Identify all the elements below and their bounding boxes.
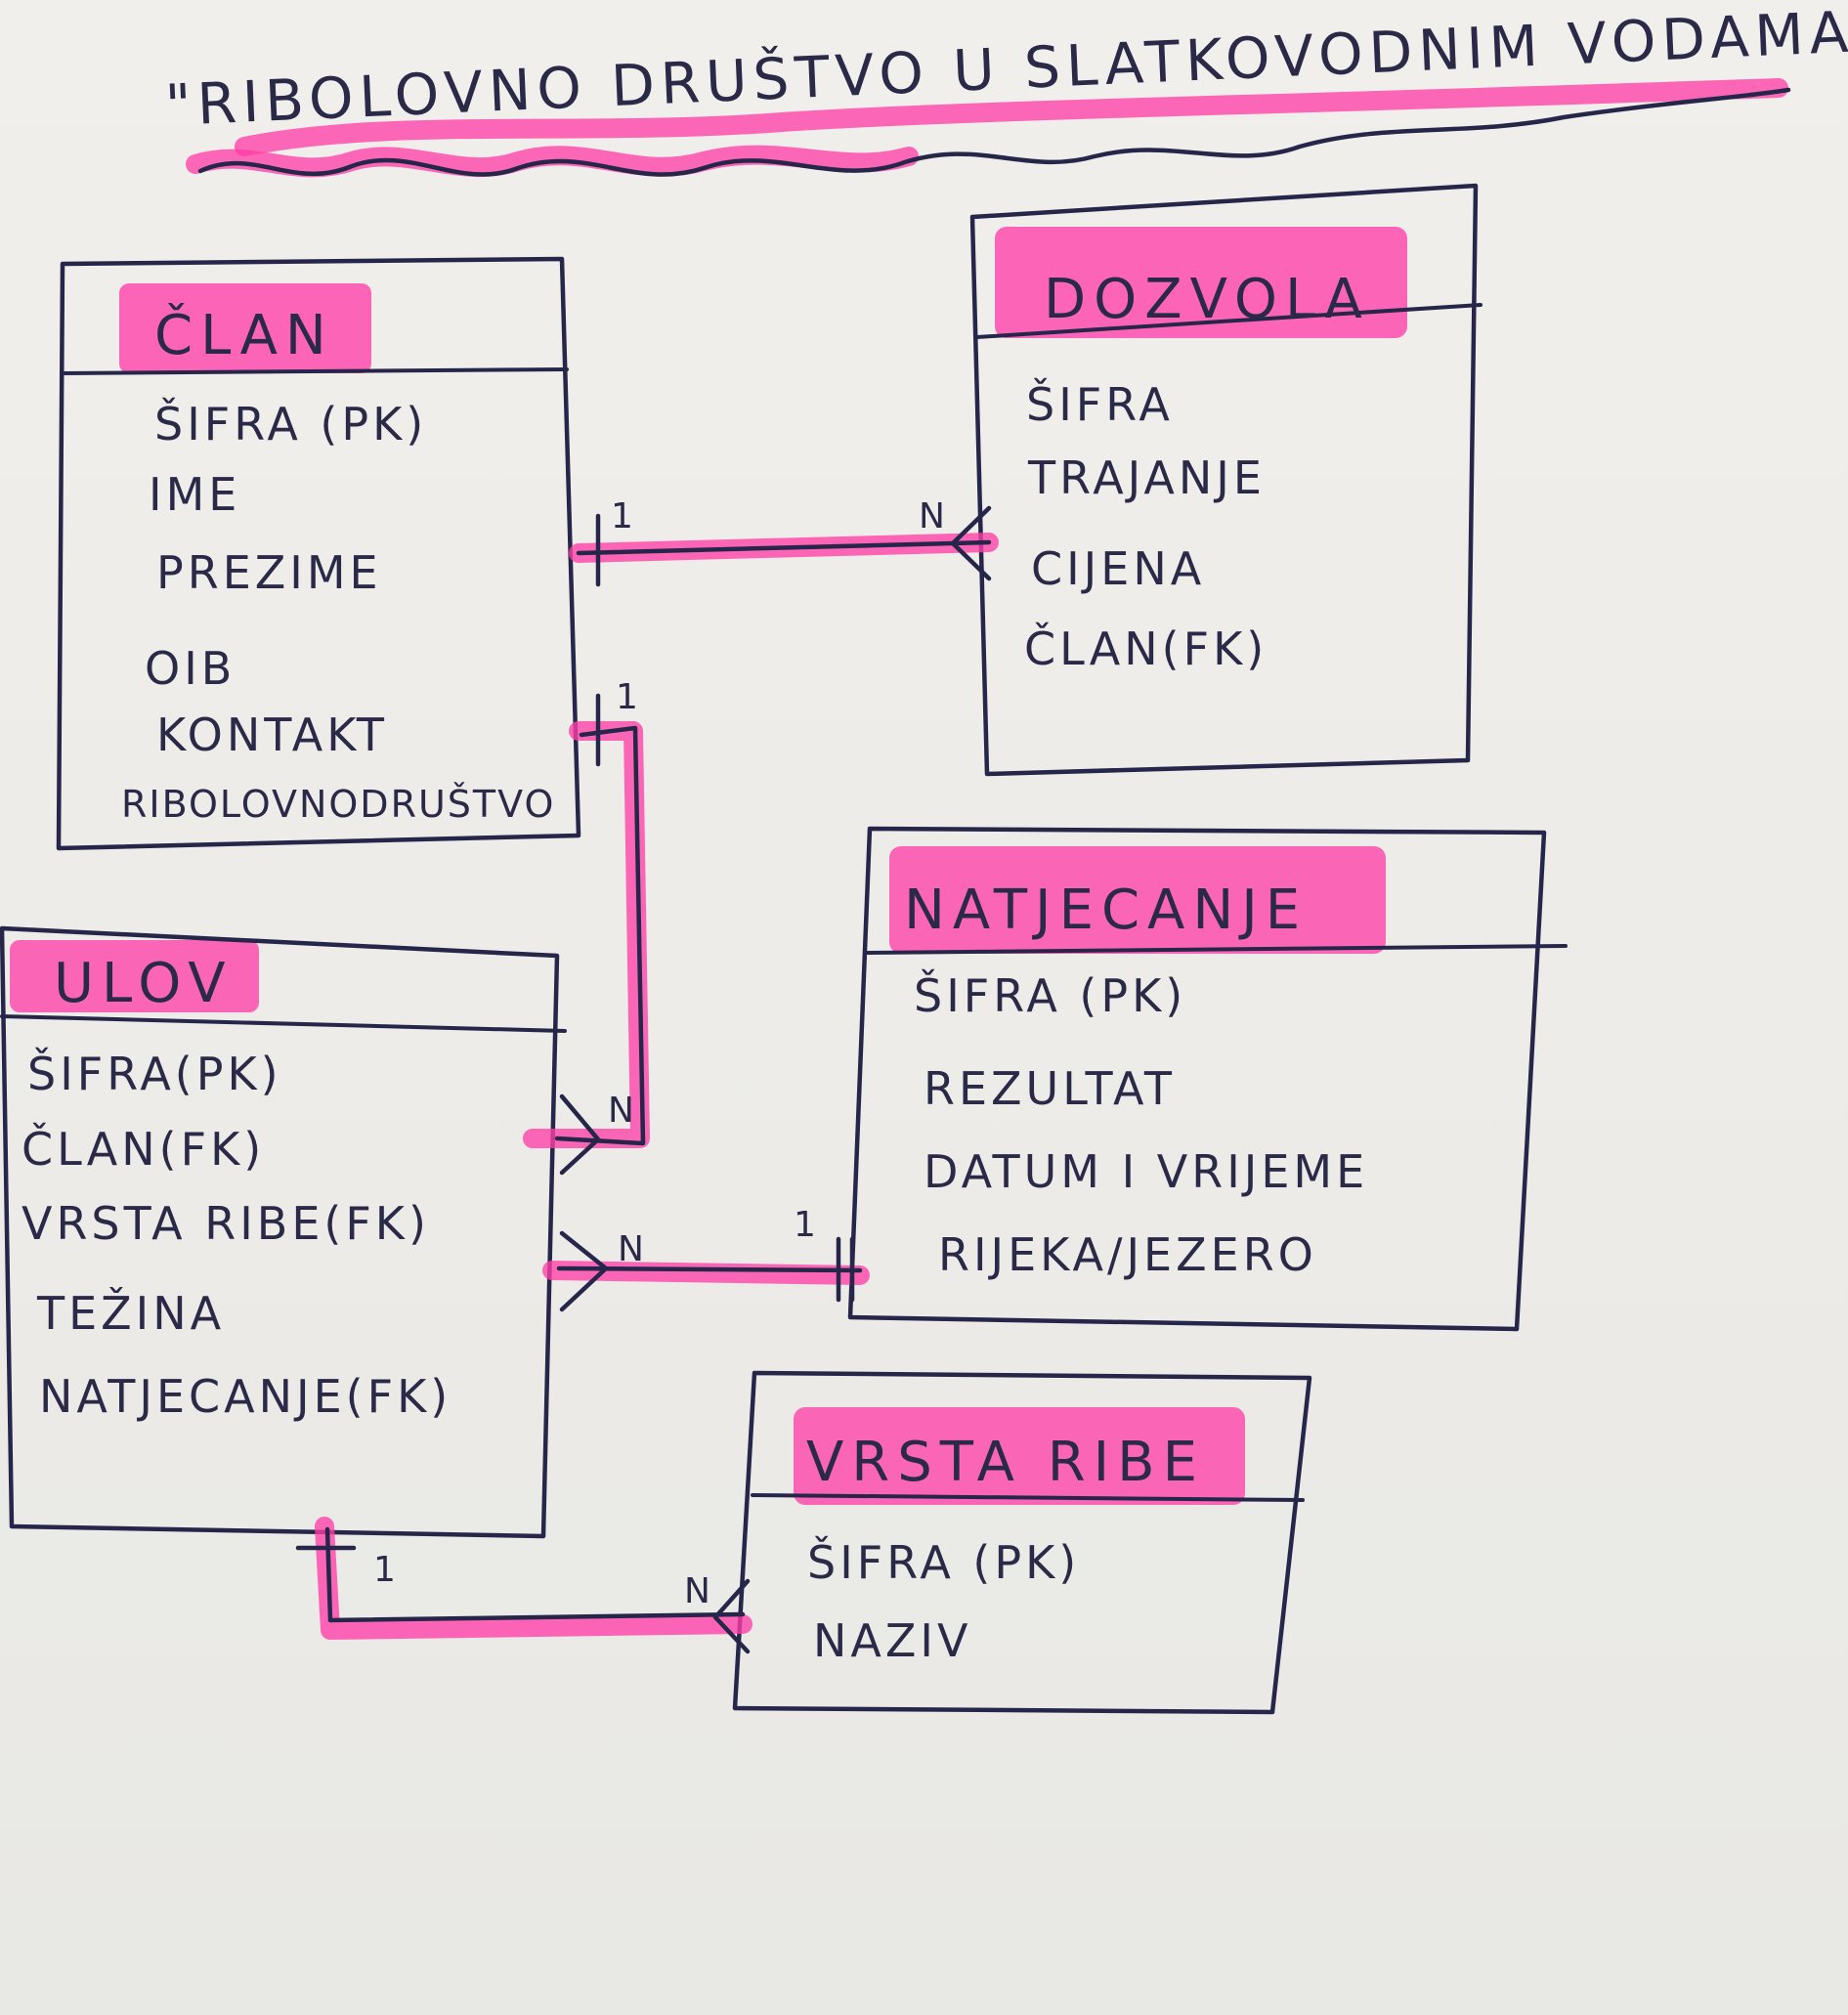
entity-vrsta-ribe-highlight: [794, 1407, 1245, 1505]
entity-natjecanje-box: [847, 826, 1547, 1332]
rel-clan-ulov-crowfoot: [559, 1093, 601, 1176]
rel-natjecanje-ulov-one-ticks: [836, 1236, 855, 1303]
rel-natjecanje-ulov-card-to: N: [618, 1229, 644, 1269]
relationship-ulov-vrsta-ribe: 1 N: [295, 1517, 752, 1654]
clan-attr-oib: OIB: [145, 642, 236, 695]
entity-vrsta-ribe-divider: [751, 1493, 1305, 1502]
rel-natjecanje-ulov-crowfoot: [559, 1230, 609, 1312]
vrsta-ribe-attr-naziv: NAZIV: [813, 1614, 971, 1667]
entity-ulov-highlight: [10, 940, 259, 1012]
entity-ulov-divider: [0, 1014, 567, 1033]
rel-ulov-vrsta-ribe-card-to: N: [684, 1571, 710, 1611]
entity-dozvola-name: DOZVOLA: [1044, 268, 1370, 331]
dozvola-attr-sifra: ŠIFRA: [1026, 377, 1174, 431]
clan-attr-prezime: PREZIME: [156, 546, 382, 599]
rel-ulov-vrsta-ribe-card-from: 1: [373, 1550, 396, 1590]
entity-vrsta-ribe-name: VRSTA RIBE: [806, 1431, 1205, 1494]
ulov-attr-tezina: TEŽINA: [36, 1287, 225, 1340]
natjecanje-attr-rezultat: REZULTAT: [924, 1062, 1176, 1115]
rel-ulov-vrsta-ribe-crowfoot: [712, 1578, 751, 1654]
natjecanje-attr-datum: DATUM I VRIJEME: [924, 1145, 1368, 1198]
clan-attr-ime: IME: [149, 468, 240, 521]
rel-ulov-vrsta-ribe-line: [324, 1526, 746, 1623]
rel-clan-ulov-line: [554, 725, 646, 1146]
rel-clan-dozvola-card-from: 1: [611, 496, 633, 536]
clan-attr-kontakt: KONTAKT: [156, 708, 388, 761]
clan-attr-ribolovnodrustvo: RIBOLOVNODRUŠTVO: [121, 783, 555, 826]
natjecanje-attr-sifra: ŠIFRA (PK): [914, 968, 1186, 1022]
rel-clan-ulov-card-to: N: [608, 1091, 634, 1131]
entity-vrsta-ribe: VRSTA RIBE ŠIFRA (PK) NAZIV: [732, 1370, 1312, 1715]
entity-dozvola-box: [969, 183, 1479, 777]
rel-natjecanje-ulov-card-from: 1: [794, 1205, 816, 1245]
entity-ulov: ULOV ŠIFRA(PK) ČLAN(FK) VRSTA RIBE(FK) T…: [0, 925, 567, 1539]
entity-dozvola-highlight: [995, 227, 1407, 338]
entity-clan-highlight: [119, 283, 371, 373]
entity-ulov-name: ULOV: [54, 952, 234, 1015]
entity-vrsta-ribe-box: [732, 1370, 1312, 1715]
rel-clan-dozvola-line: [576, 539, 992, 556]
diagram-title-group: "RIBOLOVNO DRUŠTVO U SLATKOVODNIM VODAMA…: [164, 0, 1848, 178]
ulov-attr-vrsta-ribe-fk: VRSTA RIBE(FK): [21, 1197, 430, 1250]
entity-natjecanje-divider: [866, 944, 1568, 955]
rel-clan-dozvola-crowfoot: [950, 505, 992, 581]
rel-clan-dozvola-card-to: N: [919, 496, 945, 536]
rel-natjecanje-ulov-line: [556, 1265, 863, 1273]
title-highlight: [235, 78, 1788, 156]
dozvola-attr-cijena: CIJENA: [1031, 542, 1205, 595]
entity-natjecanje-name: NATJECANJE: [904, 879, 1308, 942]
relationship-clan-ulov: 1 N: [523, 677, 650, 1176]
entity-dozvola-divider: [975, 303, 1483, 339]
entity-natjecanje: NATJECANJE ŠIFRA (PK) REZULTAT DATUM I V…: [847, 826, 1568, 1332]
vrsta-ribe-attr-sifra: ŠIFRA (PK): [807, 1535, 1080, 1589]
entity-clan-box: [56, 256, 581, 851]
dozvola-attr-trajanje: TRAJANJE: [1027, 451, 1266, 504]
entity-ulov-box: [0, 925, 560, 1539]
entity-dozvola: DOZVOLA ŠIFRA TRAJANJE CIJENA ČLAN(FK): [969, 183, 1483, 777]
entity-natjecanje-highlight: [889, 846, 1386, 954]
entity-clan-divider: [61, 367, 569, 375]
clan-attr-sifra: ŠIFRA (PK): [154, 397, 427, 450]
relationship-clan-dozvola: 1 N: [569, 496, 999, 587]
ulov-attr-sifra: ŠIFRA(PK): [27, 1047, 282, 1100]
title-underline-wave: [197, 87, 1791, 177]
ulov-attr-clan-fk: ČLAN(FK): [21, 1122, 265, 1176]
ulov-attr-natjecanje-fk: NATJECANJE(FK): [39, 1370, 451, 1423]
rel-clan-ulov-card-from: 1: [616, 677, 638, 717]
title-highlight-wave: [186, 145, 919, 178]
natjecanje-attr-rijeka: RIJEKA/JEZERO: [938, 1228, 1317, 1281]
entity-clan: ČLAN ŠIFRA (PK) IME PREZIME OIB KONTAKT …: [56, 256, 581, 851]
relationship-natjecanje-ulov: 1 N: [542, 1205, 870, 1312]
dozvola-attr-clan-fk: ČLAN(FK): [1024, 622, 1268, 675]
entity-clan-name: ČLAN: [154, 304, 334, 367]
